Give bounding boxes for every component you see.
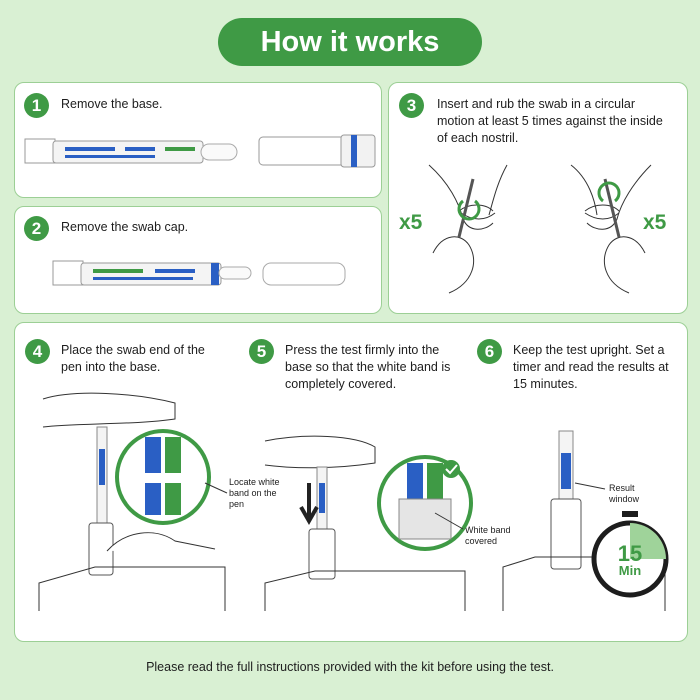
step-2-number: 2 bbox=[24, 216, 49, 241]
locate-white-band-callout: Locate white band on the pen bbox=[229, 477, 280, 509]
step-5-number: 5 bbox=[249, 339, 274, 364]
white-band-covered-callout: White band covered bbox=[465, 525, 511, 546]
result-window-callout: Result window bbox=[609, 483, 640, 504]
page-title: How it works bbox=[218, 18, 482, 66]
timer-icon bbox=[591, 511, 669, 598]
steps-4-6-panel: 4 Place the swab end of the pen into the… bbox=[14, 322, 688, 642]
step-6-text: Keep the test upright. Set a timer and r… bbox=[513, 343, 669, 391]
step-6-number: 6 bbox=[477, 339, 502, 364]
step-5-text: Press the test firmly into the base so t… bbox=[285, 343, 451, 391]
step-1-number: 1 bbox=[24, 93, 49, 118]
step-2-text: Remove the swab cap. bbox=[61, 220, 189, 234]
test-pen-illustration bbox=[24, 134, 376, 168]
step-3-panel: 3 Insert and rub the swab in a circular … bbox=[388, 82, 688, 314]
nostril-swab-illustration bbox=[428, 164, 652, 294]
swab-cap-illustration bbox=[52, 260, 346, 286]
step-1-text: Remove the base. bbox=[61, 97, 163, 111]
step-4-text: Place the swab end of the pen into the b… bbox=[61, 343, 205, 374]
timer-unit: Min bbox=[618, 563, 642, 578]
step-2-panel: 2 Remove the swab cap. bbox=[14, 206, 382, 314]
repeat-label-right: x5 bbox=[643, 211, 667, 234]
repeat-label-left: x5 bbox=[399, 211, 423, 234]
step-4-illustration bbox=[38, 392, 666, 611]
footer-note: Please read the full instructions provid… bbox=[146, 660, 554, 674]
step-3-number: 3 bbox=[399, 93, 424, 118]
step-4-number: 4 bbox=[25, 339, 50, 364]
timer-value: 15 bbox=[617, 541, 643, 566]
step-1-panel: 1 Remove the base. bbox=[14, 82, 382, 198]
step-3-text: Insert and rub the swab in a circular mo… bbox=[437, 97, 663, 145]
